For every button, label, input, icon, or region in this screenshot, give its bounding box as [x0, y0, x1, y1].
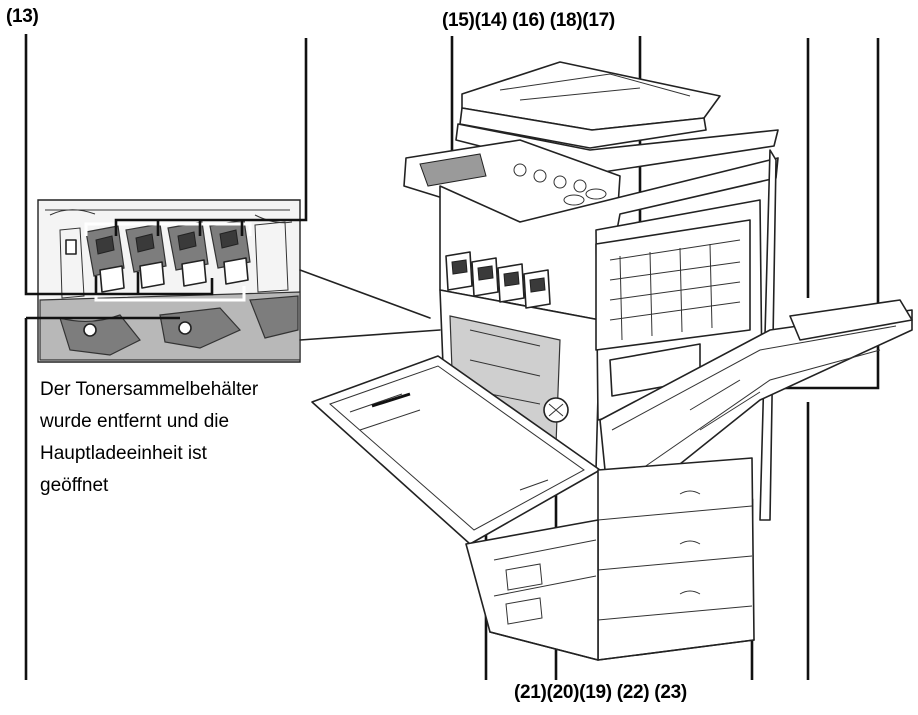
inset-cartridges: [85, 219, 251, 293]
inset-detail: [37, 199, 301, 363]
callout-15-14-16-18-17: (15)(14) (16) (18)(17): [442, 10, 615, 31]
caption-line-2: wurde entfernt und die: [40, 411, 230, 432]
caption-line-3: Hauptladeeinheit ist: [40, 443, 207, 464]
caption-line-1: Der Tonersammelbehälter: [40, 379, 259, 400]
callout-21-20-19-22-23: (21)(20)(19) (22) (23): [514, 682, 687, 703]
inset-projection: [299, 269, 441, 341]
caption-line-4: geöffnet: [40, 475, 109, 496]
inset-caption: Der Tonersammelbehälter wurde entfernt u…: [40, 374, 340, 502]
callout-13: (13): [6, 6, 39, 27]
copier-machine: [311, 61, 913, 661]
